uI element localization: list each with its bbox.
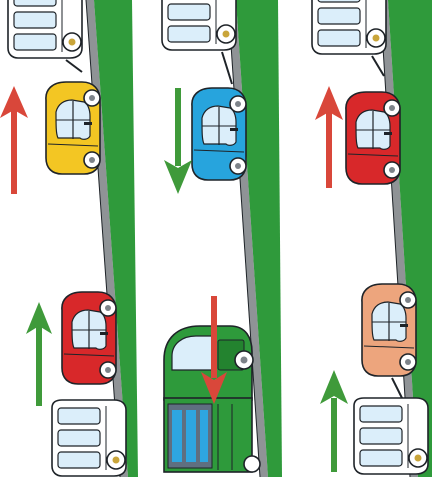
camper-bottom-left [52, 400, 126, 476]
arrow-up-red-left [0, 86, 28, 194]
camper-bottom-right [354, 398, 428, 474]
car-yellow [46, 82, 100, 174]
arrow-up-green-right [320, 370, 348, 472]
panel-middle [162, 0, 282, 477]
camper-top-middle [162, 0, 236, 50]
camper-top-left [8, 0, 82, 58]
car-red-right [346, 92, 400, 184]
car-peach [362, 284, 416, 376]
arrow-up-green-left [26, 302, 52, 406]
arrow-down-green-middle [164, 88, 192, 194]
panel-right [312, 0, 432, 477]
panel-left [0, 0, 138, 477]
arrow-up-red-right [315, 86, 343, 188]
car-blue [192, 88, 246, 180]
car-red-left [62, 292, 116, 384]
camper-top-right [312, 0, 386, 54]
